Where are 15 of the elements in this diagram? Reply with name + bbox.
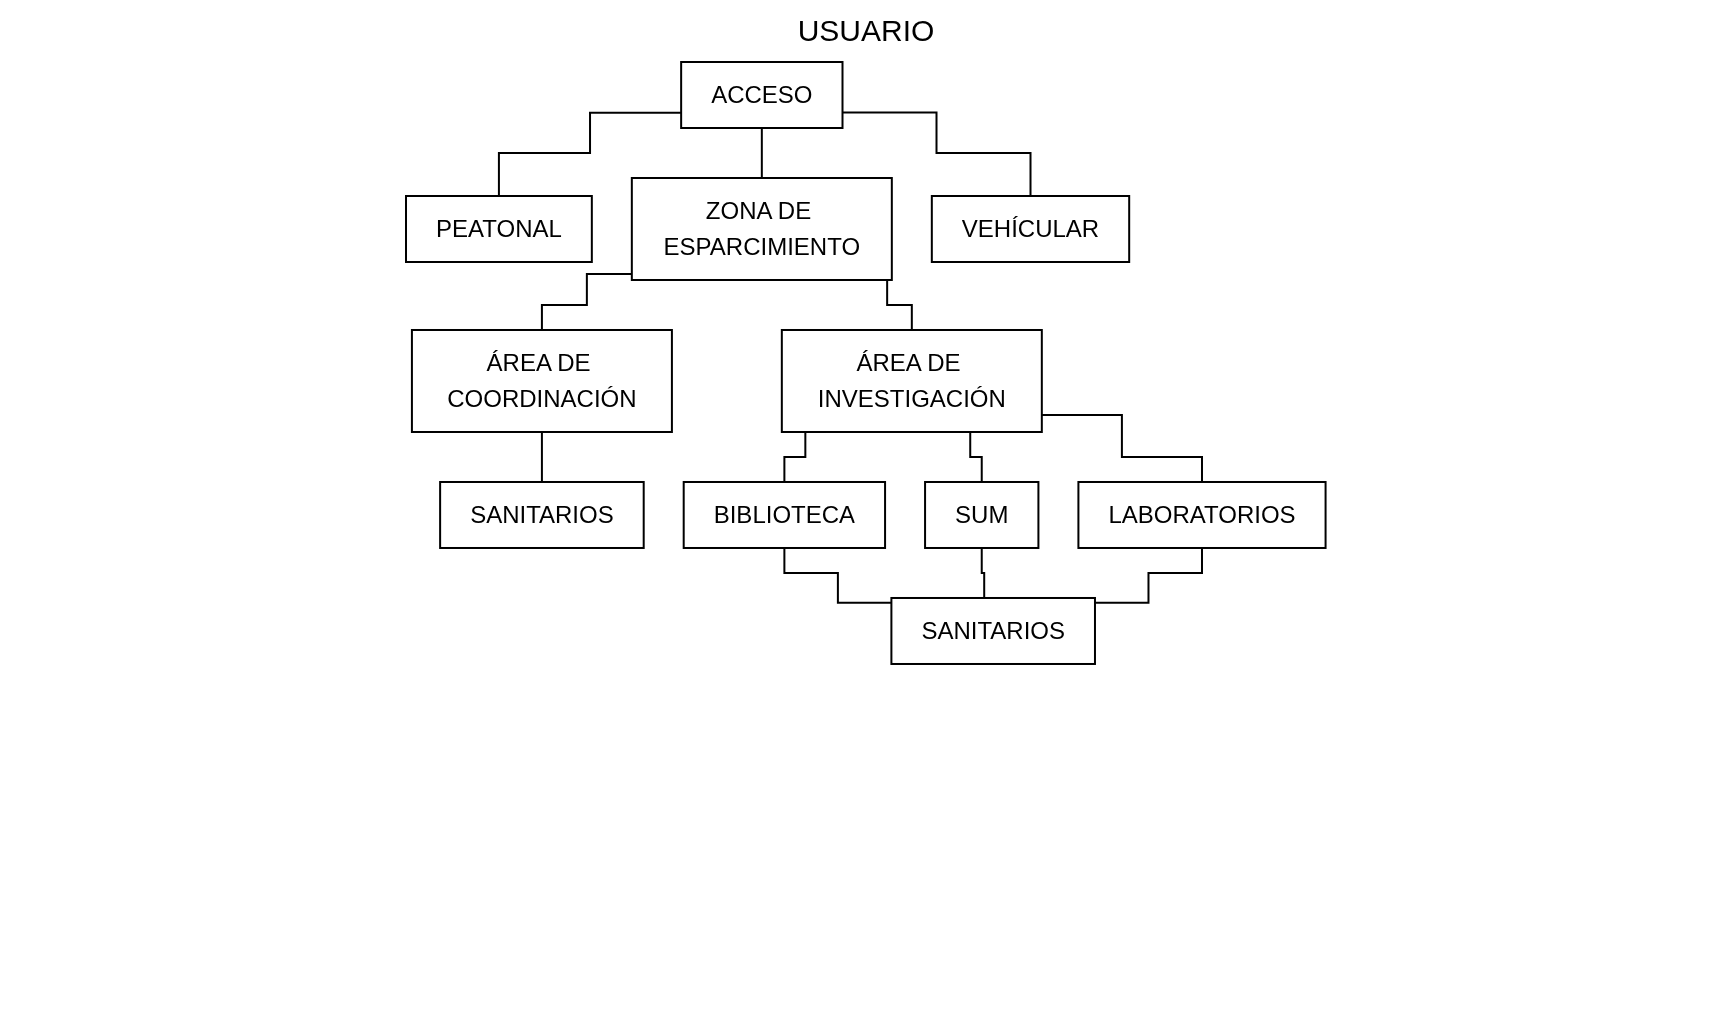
connector [761, 127, 764, 179]
node-box: VEHÍCULAR [931, 195, 1131, 263]
node-box: ÁREA DE COORDINACIÓN [411, 329, 674, 433]
node-box: BIBLIOTECA [682, 481, 887, 549]
diagram-title: USUARIO [796, 14, 936, 48]
node-box: SANITARIOS [890, 597, 1097, 665]
node-box: ÁREA DE INVESTIGACIÓN [781, 329, 1043, 433]
node-box: SANITARIOS [439, 481, 645, 549]
connector [541, 431, 544, 483]
node-box: ACCESO [680, 61, 844, 129]
node-box: LABORATORIOS [1077, 481, 1327, 549]
node-box: ZONA DE ESPARCIMIENTO [631, 177, 893, 281]
node-box: PEATONAL [405, 195, 594, 263]
node-box: SUM [924, 481, 1040, 549]
connector [980, 547, 988, 599]
